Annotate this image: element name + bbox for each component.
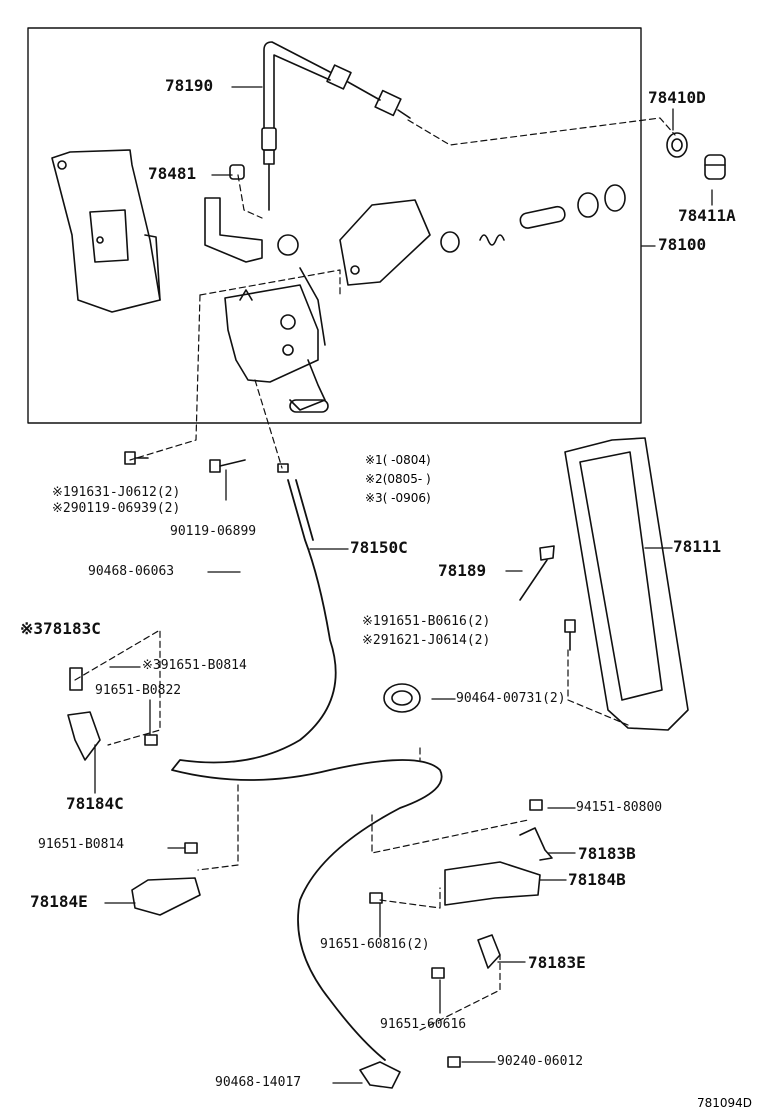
bracket-78184e — [131, 877, 201, 916]
label-90468-06063: 90468-06063 — [88, 564, 175, 579]
bolt-parts — [124, 451, 576, 1068]
label-78184c: 78184C — [66, 794, 124, 813]
pedal-cable-upper — [263, 41, 411, 129]
label-78410d: 78410D — [648, 88, 706, 107]
label-78411a: 78411A — [678, 206, 736, 225]
label-78183c: ※378183C — [20, 619, 101, 638]
note-3: ※3( -0906) — [365, 491, 431, 505]
label-90464-00731: 90464-00731(2) — [456, 691, 566, 706]
label-91651-60616: 91651-60616 — [380, 1017, 467, 1032]
label-78100: 78100 — [658, 235, 707, 254]
label-91621-j0614: ※291621-J0614(2) — [362, 633, 491, 648]
cap-78411a — [704, 154, 726, 180]
clip-78183b — [519, 827, 553, 861]
label-78481: 78481 — [148, 164, 197, 183]
bracket-78184c — [67, 667, 101, 761]
label-91651-60816: 91651-60816(2) — [320, 937, 430, 952]
spring-bushing-set — [440, 184, 626, 253]
label-91651-b0616: ※191651-B0616(2) — [362, 614, 491, 629]
label-90119-06939: ※290119-06939(2) — [52, 501, 181, 516]
label-78190: 78190 — [165, 76, 214, 95]
assembly-frame — [27, 27, 642, 424]
figure-id: 781094D — [697, 1096, 753, 1110]
leader-lines — [94, 86, 713, 1084]
label-91651-b0814-bottom: 91651-B0814 — [38, 837, 125, 852]
label-78189: 78189 — [438, 561, 487, 580]
pedal-pad — [564, 437, 689, 731]
dashed-guides — [74, 117, 676, 1031]
bracket-78184b — [444, 861, 541, 906]
clip-78183e — [477, 934, 501, 969]
label-91651-b0822: 91651-B0822 — [95, 683, 182, 698]
label-78150c: 78150C — [350, 538, 408, 557]
cable-clamp-90464 — [383, 683, 421, 713]
mount-bracket — [339, 199, 431, 286]
label-78183e: 78183E — [528, 953, 586, 972]
label-78183b: 78183B — [578, 844, 636, 863]
label-94151-80800: 94151-80800 — [576, 800, 663, 815]
note-1: ※1( -0804) — [365, 453, 431, 467]
label-91651-b0814-top: ※391651-B0814 — [142, 658, 247, 673]
cable-end-clip — [359, 1061, 401, 1089]
pedal-lever-assembly — [204, 127, 329, 413]
clip-78481 — [229, 164, 245, 180]
label-90240-06012: 90240-06012 — [497, 1054, 584, 1069]
throttle-cable — [171, 479, 443, 1061]
label-78184b: 78184B — [568, 870, 626, 889]
note-2: ※2(0805- ) — [365, 472, 431, 486]
label-90119-06899: 90119-06899 — [170, 524, 257, 539]
label-91631-j0612: ※191631-J0612(2) — [52, 485, 181, 500]
label-78184e: 78184E — [30, 892, 88, 911]
nut-78410d — [666, 132, 688, 158]
label-90468-14017: 90468-14017 — [215, 1075, 302, 1090]
label-78111: 78111 — [673, 537, 722, 556]
bracket-plate — [51, 149, 161, 313]
